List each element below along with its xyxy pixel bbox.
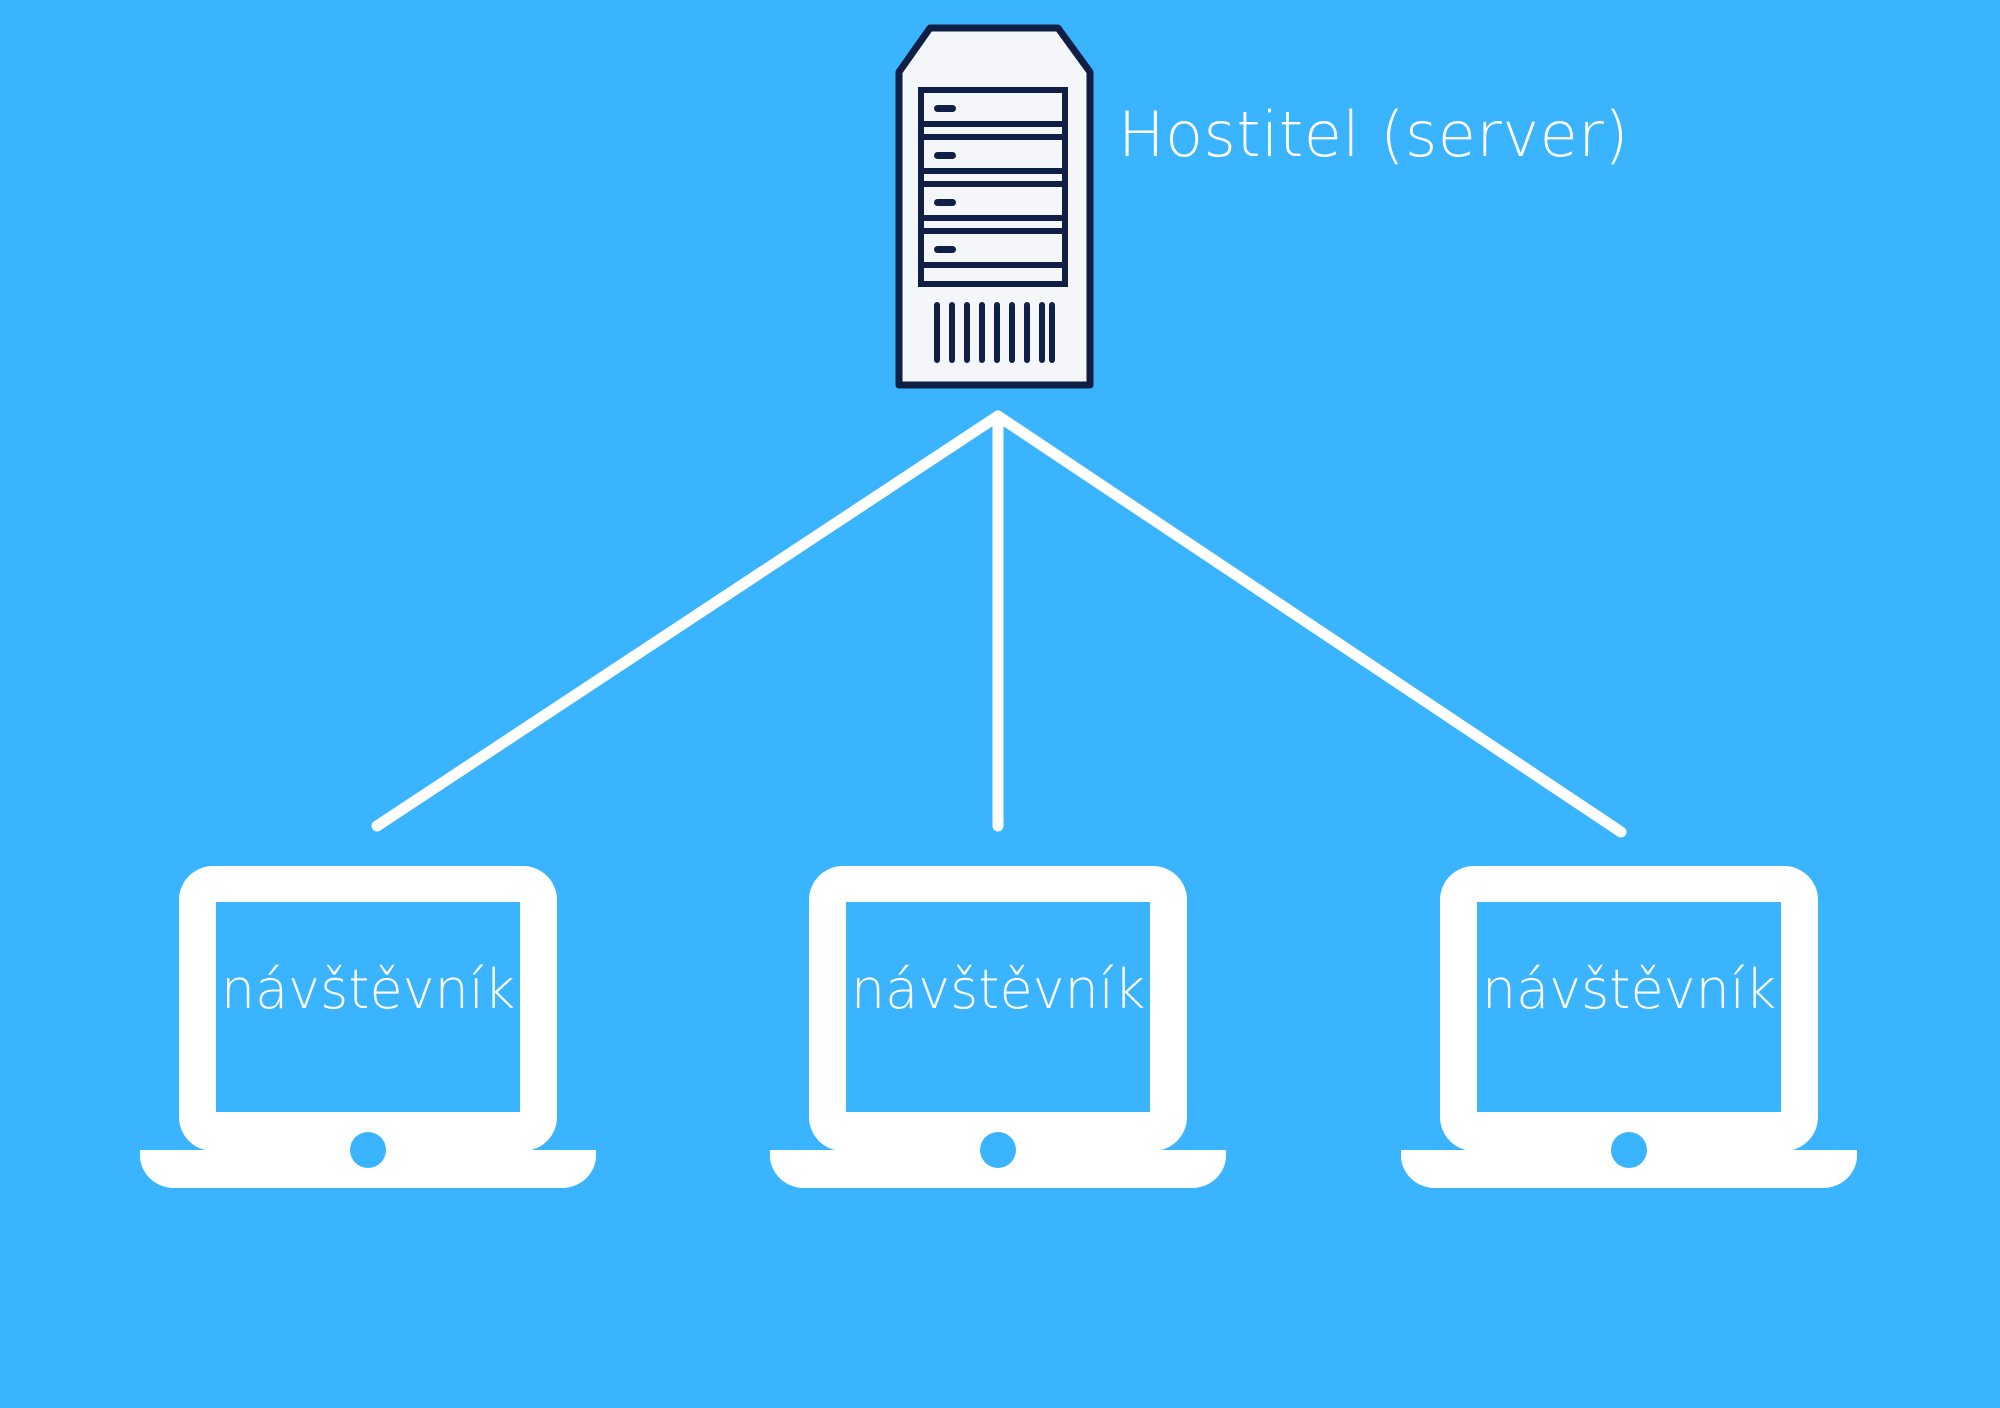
server-icon — [895, 24, 1094, 389]
visitor-label-1: návštěvník — [220, 958, 516, 1021]
laptop-icon — [770, 866, 1226, 1188]
server-label: Hostitel (server) — [1118, 98, 1629, 171]
connector-right — [992, 410, 1627, 838]
laptop-icon — [140, 866, 596, 1188]
visitor-label-2: návštěvník — [850, 958, 1146, 1021]
laptop-icon — [1401, 866, 1857, 1188]
connector-lines — [371, 410, 1627, 838]
visitor-label-3: návštěvník — [1481, 958, 1777, 1021]
connector-left — [371, 410, 1004, 832]
